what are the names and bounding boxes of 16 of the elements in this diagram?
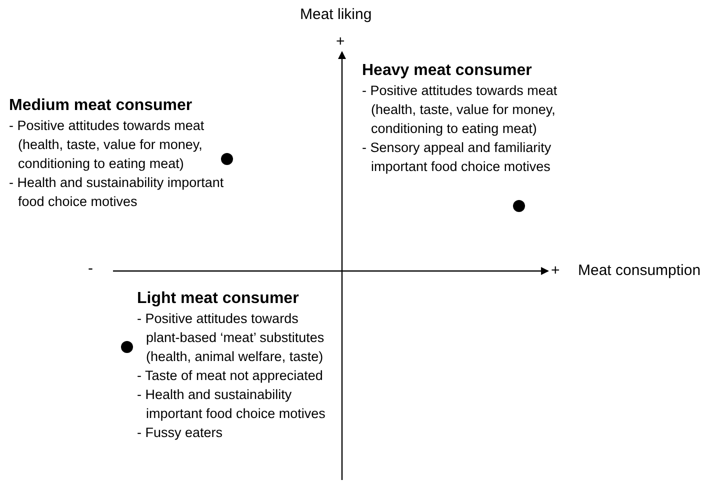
bullet-text: - Positive attitudes towards plant-based ‘meat’ substitutes (health, animal welfare, taste) <box>137 310 326 366</box>
minus-sign: - <box>88 260 93 278</box>
group-heading: Heavy meat consumer <box>362 61 533 81</box>
axis-title: Meat consumption <box>578 262 701 280</box>
plus-sign: + <box>336 33 345 51</box>
bullet-text: - Sensory appeal and familiarity important food choice motives <box>362 139 552 176</box>
bullet-text: - Positive attitudes towards meat (health, taste, value for money, conditioning to eating meat) <box>9 117 206 173</box>
bullet-text: - Health and sustainability important food choice motives <box>137 386 326 423</box>
group-heading: Medium meat consumer <box>9 96 194 116</box>
plus-sign: + <box>551 262 560 280</box>
bullet-text: - Health and sustainability important food choice motives <box>9 174 224 211</box>
axis-title: Meat liking <box>300 6 372 24</box>
bullet-text: - Fussy eaters <box>137 424 224 442</box>
bullet-text: - Taste of meat not appreciated <box>137 367 324 385</box>
bullet-text: - Positive attitudes towards meat (health, taste, value for money, conditioning to eating meat) <box>362 82 558 138</box>
group-heading: Light meat consumer <box>137 289 300 309</box>
